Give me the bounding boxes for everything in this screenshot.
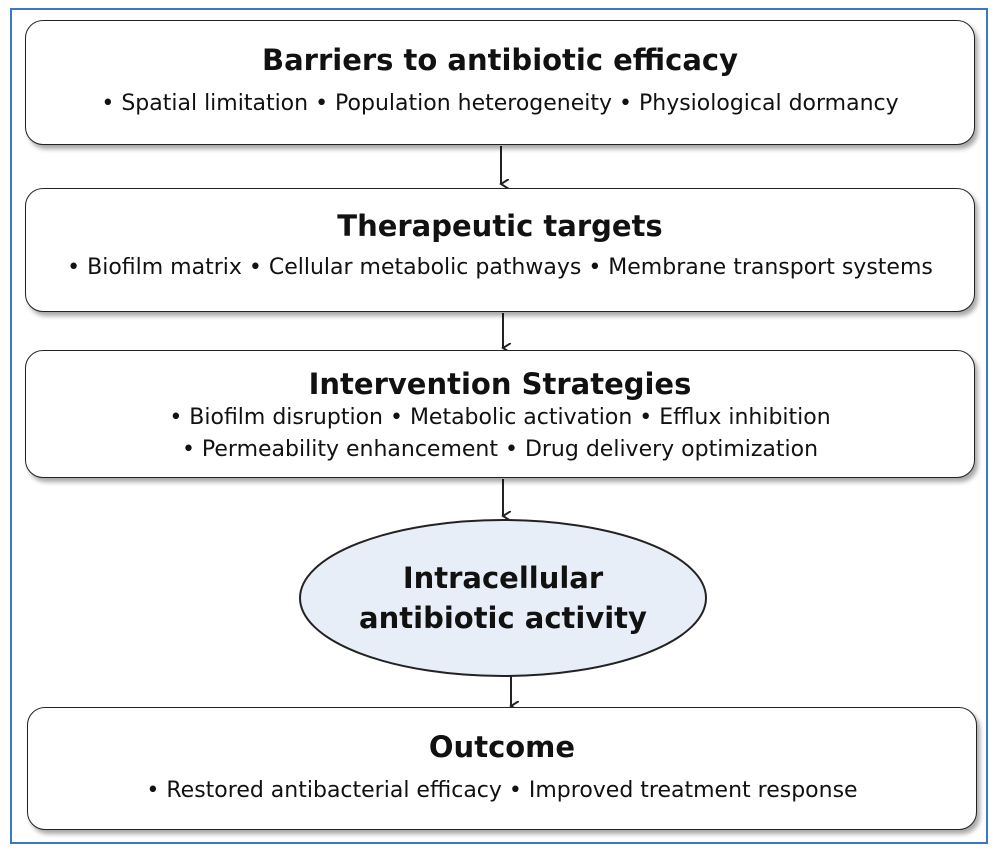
strategies-items-line1: • Biofilm disruption • Metabolic activat…	[169, 405, 831, 430]
activity-node: Intracellular antibiotic activity	[298, 518, 708, 678]
diagram-frame	[10, 8, 988, 844]
strategies-items-line2: • Permeability enhancement • Drug delive…	[181, 437, 819, 462]
activity-ellipse	[299, 519, 707, 677]
outcome-title: Outcome	[428, 730, 576, 764]
activity-label-line1: Intracellular	[402, 561, 604, 595]
outcome-box: Outcome • Restored antibacterial efficac…	[27, 707, 977, 830]
barriers-items: • Spatial limitation • Population hetero…	[101, 91, 899, 116]
targets-box: Therapeutic targets • Biofilm matrix • C…	[25, 188, 975, 312]
strategies-box: Intervention Strategies • Biofilm disrup…	[25, 350, 975, 478]
barriers-box: Barriers to antibiotic efficacy • Spatia…	[25, 20, 975, 145]
barriers-title: Barriers to antibiotic efficacy	[261, 43, 739, 77]
targets-items: • Biofilm matrix • Cellular metabolic pa…	[67, 255, 933, 280]
strategies-title: Intervention Strategies	[308, 367, 692, 401]
activity-label-line2: antibiotic activity	[359, 601, 647, 635]
targets-title: Therapeutic targets	[337, 209, 663, 243]
outcome-items: • Restored antibacterial efficacy • Impr…	[146, 778, 858, 803]
